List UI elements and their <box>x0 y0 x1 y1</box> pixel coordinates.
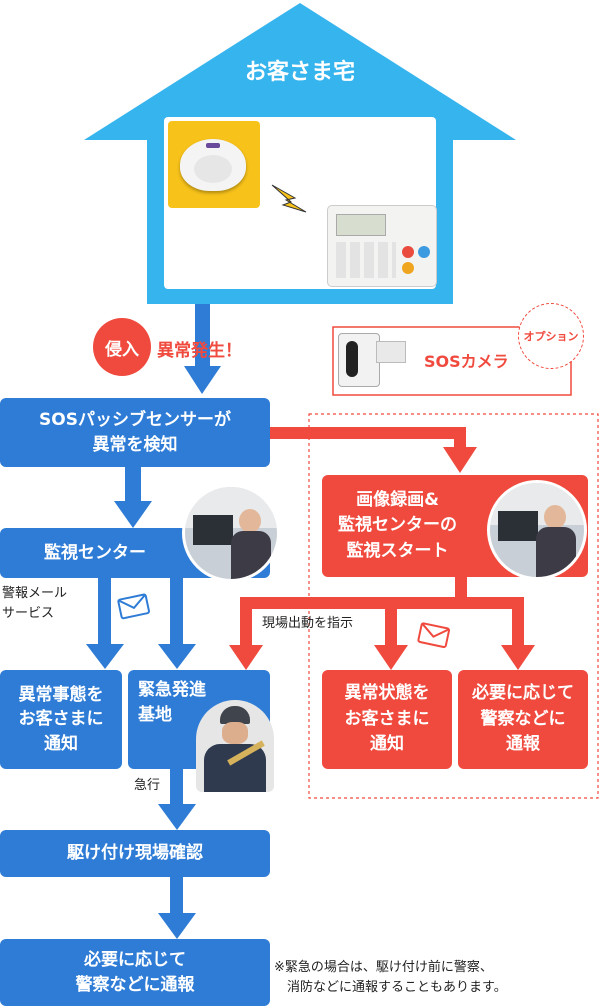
arrow-detect-to-monitor <box>114 467 152 528</box>
sensor-image <box>168 121 260 208</box>
signal-bolt-icon <box>271 184 307 213</box>
intrusion-badge-text: 侵入 <box>105 339 139 360</box>
mail-icon <box>117 593 150 620</box>
report-police-box: 必要に応じて 警察などに通報 <box>0 939 270 1006</box>
sensor-label: SOS パッシブセンサー <box>276 125 412 169</box>
monitor-operator-photo <box>182 484 280 582</box>
rush-label: 急行 <box>134 778 161 793</box>
controller-label: コントローラー <box>188 237 307 257</box>
option-badge: オプション <box>518 303 584 369</box>
record-start-label: 画像録画& 監視センターの 監視スタート <box>338 489 457 561</box>
intrusion-badge: 侵入 <box>93 318 151 376</box>
monitor-center-label: 監視センター <box>44 542 146 563</box>
camera-report-police-box: 必要に応じて 警察などに 通報 <box>458 670 588 769</box>
arrow-dispatch-to-onsite <box>158 768 196 830</box>
emergency-note: ※緊急の場合は、駆け付け前に警察、 消防などに通報することもあります。 <box>274 960 507 996</box>
arrow-house-to-detect <box>184 304 221 394</box>
record-operator-photo <box>487 480 587 580</box>
detect-box: SOSパッシブセンサーが 異常を検知 <box>0 398 270 467</box>
arrow-record-branches <box>229 577 535 670</box>
notify-abnormal-box: 異常状態を お客さまに 通知 <box>322 670 452 769</box>
dispatch-base-label: 緊急発進 基地 <box>138 680 206 725</box>
controller-image <box>327 205 437 287</box>
mail-service-label: 警報メール サービス <box>2 586 68 621</box>
arrow-monitor-to-notify <box>86 578 124 669</box>
arrow-onsite-to-report <box>158 877 196 939</box>
alert-text: 異常発生！ <box>157 341 242 361</box>
camera-label: SOSカメラ <box>424 352 509 371</box>
on-site-box: 駆け付け現場確認 <box>0 830 270 877</box>
notify-customer-box: 異常事態を お客さまに 通知 <box>0 670 122 769</box>
guard-photo <box>196 700 274 792</box>
arrow-monitor-to-dispatch <box>158 578 196 669</box>
camera-image <box>338 331 408 387</box>
mail-icon-red <box>417 622 451 649</box>
dispatch-instruction-label: 現場出動を指示 <box>262 616 354 631</box>
arrow-detect-to-record <box>270 427 477 473</box>
option-badge-text: オプション <box>523 330 579 343</box>
house-title: お客さま宅 <box>244 60 355 85</box>
